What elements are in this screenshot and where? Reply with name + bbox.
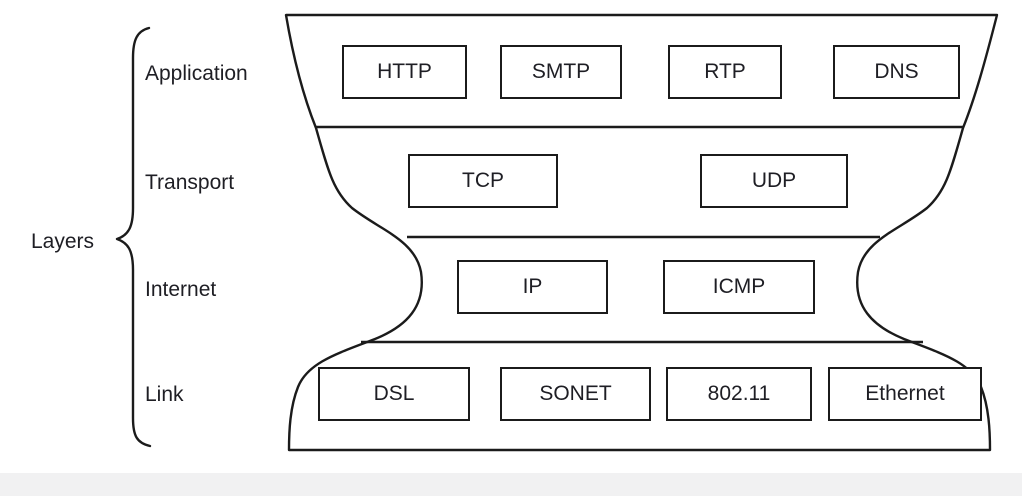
page-background-strip	[0, 473, 1022, 496]
protocol-box-80211: 802.11	[666, 367, 812, 421]
hourglass-outline	[284, 13, 999, 452]
protocol-box-icmp: ICMP	[663, 260, 815, 314]
protocol-box-udp: UDP	[700, 154, 848, 208]
protocol-box-rtp: RTP	[668, 45, 782, 99]
protocol-box-dns: DNS	[833, 45, 960, 99]
protocol-box-dsl: DSL	[318, 367, 470, 421]
layers-brace	[115, 26, 152, 448]
layer-label-transport: Transport	[145, 171, 235, 194]
protocol-box-http: HTTP	[342, 45, 467, 99]
protocol-box-sonet: SONET	[500, 367, 651, 421]
layer-label-application: Application	[145, 62, 248, 85]
layer-label-internet: Internet	[145, 278, 217, 301]
protocol-box-tcp: TCP	[408, 154, 558, 208]
protocol-box-ethernet: Ethernet	[828, 367, 982, 421]
layer-label-link: Link	[145, 383, 184, 406]
protocol-box-smtp: SMTP	[500, 45, 622, 99]
protocol-box-ip: IP	[457, 260, 608, 314]
layers-caption: Layers	[31, 230, 95, 253]
